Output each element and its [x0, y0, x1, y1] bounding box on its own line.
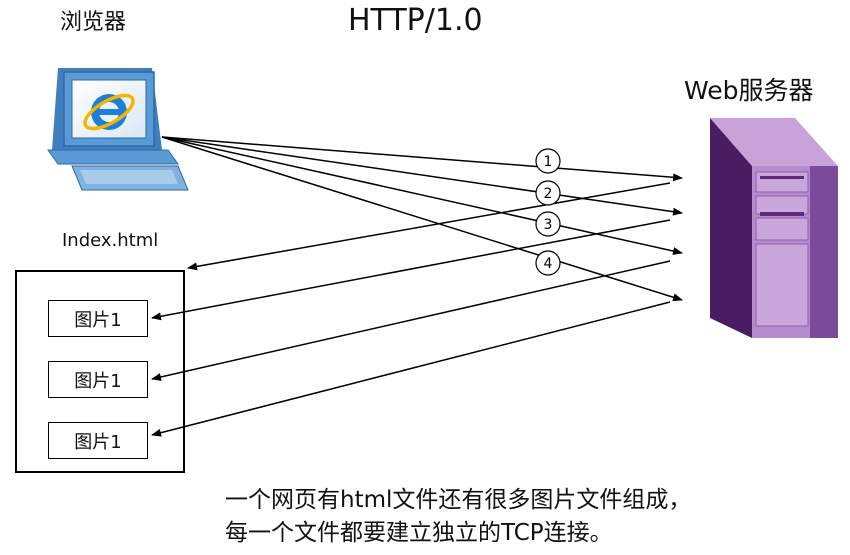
svg-text:3: 3: [544, 217, 553, 233]
server-label: Web服务器: [684, 76, 814, 105]
request-number-3: 3: [535, 211, 561, 237]
request-number-4: 4: [535, 250, 561, 276]
svg-text:4: 4: [544, 256, 553, 272]
html-file-label: Index.html: [62, 230, 159, 251]
response-arrows: [151, 182, 671, 437]
response-arrow-image-1: [151, 219, 671, 321]
response-arrow-image-2: [151, 260, 671, 381]
svg-text:1: 1: [544, 154, 553, 170]
request-arrow-2: [161, 136, 683, 216]
server-tower-icon: [710, 118, 838, 338]
svg-text:2: 2: [544, 186, 553, 202]
response-arrow-html: [187, 182, 671, 271]
ie-logo-icon: [83, 93, 135, 131]
request-number-1: 1: [535, 148, 561, 174]
browser-label: 浏览器: [60, 10, 127, 35]
diagram-title: HTTP/1.0: [348, 3, 483, 38]
caption-line-1: 一个网页有html文件还有很多图片文件组成，: [225, 487, 692, 513]
caption: 一个网页有html文件还有很多图片文件组成， 每一个文件都要建立独立的TCP连接…: [225, 484, 691, 551]
caption-line-2: 每一个文件都要建立独立的TCP连接。: [225, 520, 613, 547]
image-box-3: 图片1: [48, 422, 148, 459]
response-arrow-image-3: [151, 301, 671, 437]
request-number-2: 2: [535, 180, 561, 206]
request-arrow-1: [161, 136, 683, 182]
image-box-2: 图片1: [48, 361, 148, 398]
computer-with-ie-icon: [47, 68, 189, 191]
request-arrow-4: [161, 136, 683, 302]
image-box-1: 图片1: [48, 300, 148, 337]
